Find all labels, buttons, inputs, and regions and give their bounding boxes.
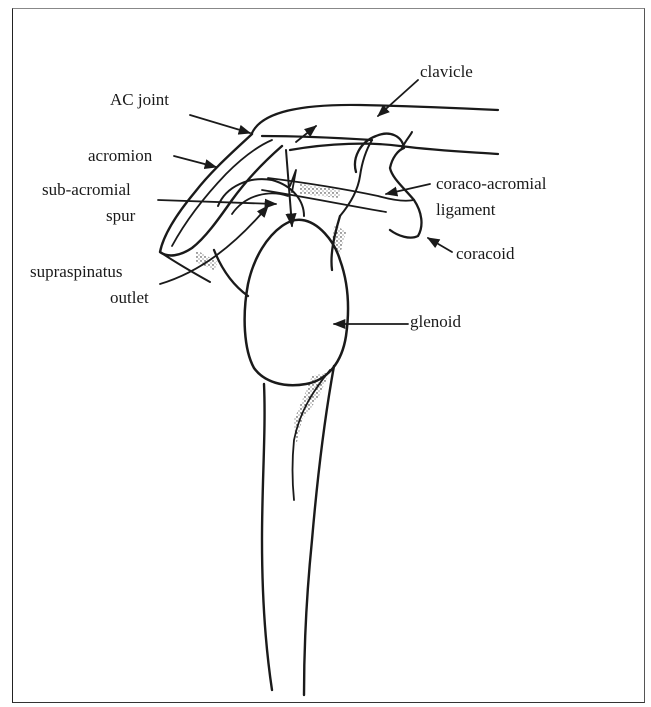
spur-pointer: [158, 200, 276, 204]
coracoid-shape: [355, 134, 422, 238]
glenoid-shape: [245, 220, 348, 385]
label-supraspinatus-1: supraspinatus: [30, 262, 123, 281]
label-sub-acromial-1: sub-acromial: [42, 180, 131, 199]
label-coraco-acromial-2: ligament: [436, 200, 495, 219]
acromion-pointer: [174, 156, 216, 167]
acromion-inner: [172, 140, 272, 246]
label-glenoid: glenoid: [410, 312, 461, 331]
label-ac-joint: AC joint: [110, 90, 169, 109]
coracoid-pointer: [428, 238, 452, 252]
label-coracoid: coracoid: [456, 244, 515, 263]
label-coraco-acromial-1: coraco-acromial: [436, 174, 546, 193]
scapula-lateral-border: [262, 384, 272, 690]
ac-joint-pointer: [190, 115, 250, 133]
scapula-medial-border: [304, 366, 334, 695]
clavicle-under-edge: [290, 144, 498, 154]
clavicle-lower-edge: [262, 136, 372, 140]
label-clavicle: clavicle: [420, 62, 473, 81]
clavicle-pointer: [378, 80, 418, 116]
label-acromion: acromion: [88, 146, 152, 165]
scapular-neck-left: [214, 250, 248, 296]
clavicle-shape: [252, 105, 498, 133]
coracoid-tip: [402, 132, 412, 148]
label-sub-acromial-2: spur: [106, 206, 135, 225]
label-supraspinatus-2: outlet: [110, 288, 149, 307]
